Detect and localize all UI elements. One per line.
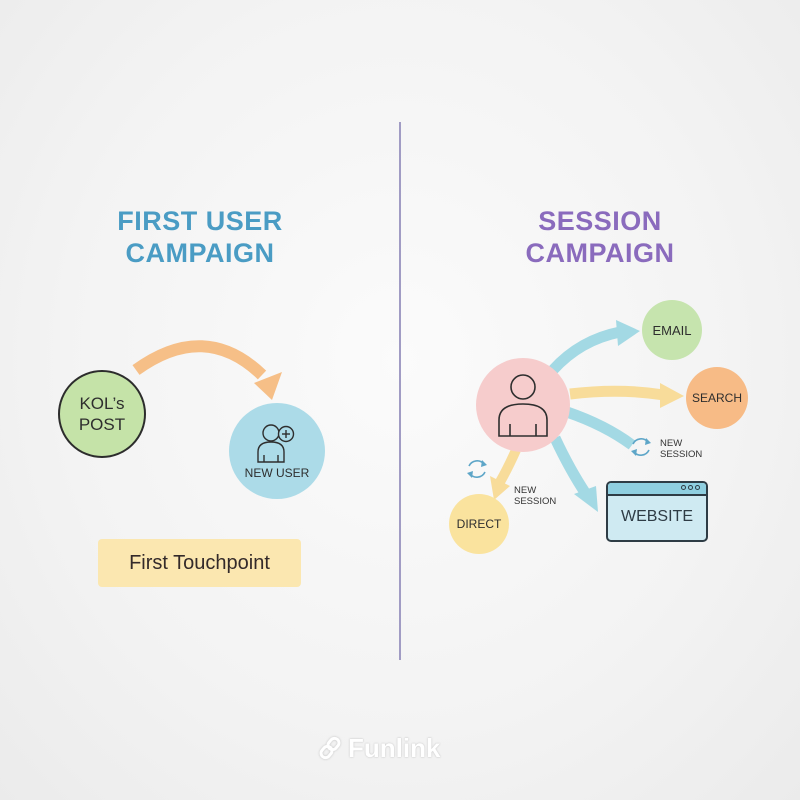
brand-watermark: Funlink [318,728,468,768]
user-icon [498,374,548,437]
window-dots-icon [681,485,700,490]
note-line-1: NEW [660,438,683,449]
link-icon [319,736,341,760]
kol-post-line-1: KOL’s [79,394,125,413]
user-add-icon [257,424,295,463]
browser-title-bar [608,483,706,496]
first-touch-arrow [132,340,282,400]
new-session-note: NEW SESSION [514,485,556,507]
new-user-node: NEW USER [229,403,325,499]
website-channel-node: WEBSITE [606,481,708,542]
arrow-to-direct [490,447,521,500]
first-touchpoint-caption: First Touchpoint [98,539,301,587]
title-line-1: SESSION [538,206,662,236]
search-channel-node: SEARCH [686,367,748,429]
search-label: SEARCH [691,391,742,405]
arrow-to-website [550,435,598,512]
arrow-to-email [548,320,640,374]
brand-name: Funlink [348,732,441,763]
session-campaign-title: SESSION CAMPAIGN [500,205,700,269]
panel-divider [399,122,401,660]
new-session-note: NEW SESSION [660,438,702,460]
title-line-1: FIRST USER [117,206,283,236]
email-channel-node: EMAIL [642,300,702,360]
website-label: WEBSITE [620,508,693,525]
user-center-node [476,358,570,452]
email-label: EMAIL [652,322,692,338]
new-user-label: NEW USER [244,466,310,480]
note-line-1: NEW [514,485,537,496]
direct-label: DIRECT [456,517,502,531]
refresh-icon [631,438,651,456]
note-line-2: SESSION [514,496,557,507]
first-user-campaign-title: FIRST USER CAMPAIGN [100,205,300,269]
title-line-2: CAMPAIGN [125,238,275,268]
arrow-to-search [569,383,684,408]
refresh-icon [467,460,487,478]
arrow-to-new-session [565,406,636,450]
kol-post-node: KOL’s POST [58,370,146,458]
title-line-2: CAMPAIGN [525,238,675,268]
note-line-2: SESSION [660,449,703,460]
direct-channel-node: DIRECT [449,494,509,554]
kol-post-line-2: POST [78,415,126,434]
